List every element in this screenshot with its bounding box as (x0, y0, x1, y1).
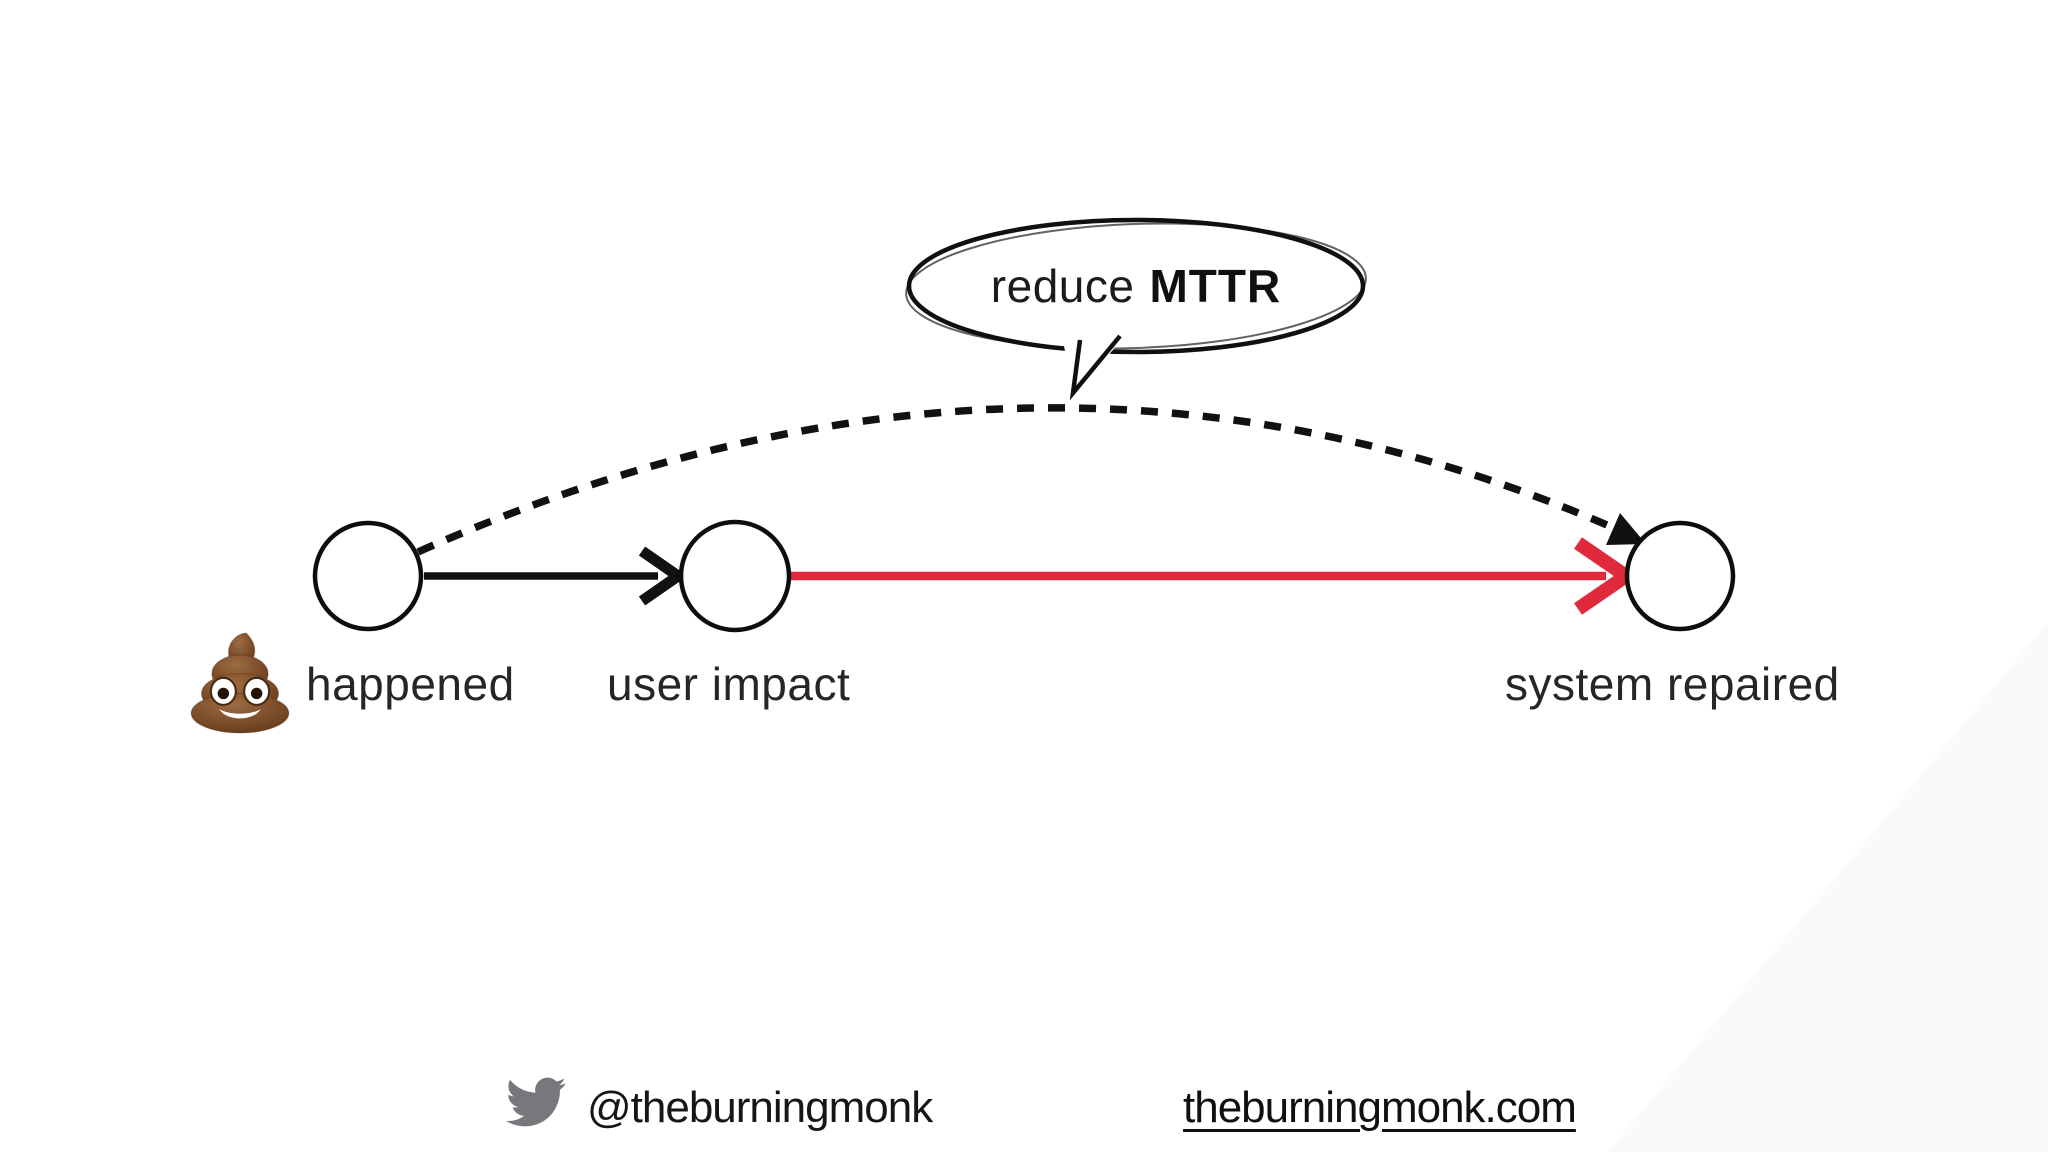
mttr-dashed-arc (416, 404, 1646, 556)
poop-emoji (190, 632, 290, 734)
node-circle-happened (312, 520, 424, 632)
arrow-impact-to-repaired (791, 537, 1639, 615)
arrow-happened-to-impact (424, 546, 688, 606)
speech-bubble-outline (906, 217, 1366, 355)
node-label-system-repaired: system repaired (1505, 658, 1840, 710)
speech-bubble (905, 217, 1367, 401)
black-arrow-head-icon (638, 546, 688, 606)
bubble-text-light: reduce (990, 260, 1135, 312)
node-circle-user-impact (678, 519, 792, 633)
website-link: theburningmonk.com (1183, 1083, 1577, 1132)
timeline-nodes (312, 519, 1736, 633)
node-label-user-impact: user impact (607, 658, 851, 710)
twitter-bird-icon (506, 1077, 566, 1127)
node-circle-system-repaired (1624, 520, 1736, 632)
bubble-text-bold: MTTR (1149, 260, 1282, 312)
twitter-handle: @theburningmonk (587, 1083, 933, 1132)
speech-bubble-tail-outline (1069, 334, 1122, 401)
node-label-happened: happened (306, 658, 515, 710)
speech-bubble-sketch-stroke (905, 222, 1367, 350)
dashed-arc-path (416, 404, 1634, 556)
speech-bubble-text: reduce MTTR (909, 222, 1363, 350)
dashed-arc-arrowhead-icon (1606, 513, 1646, 545)
